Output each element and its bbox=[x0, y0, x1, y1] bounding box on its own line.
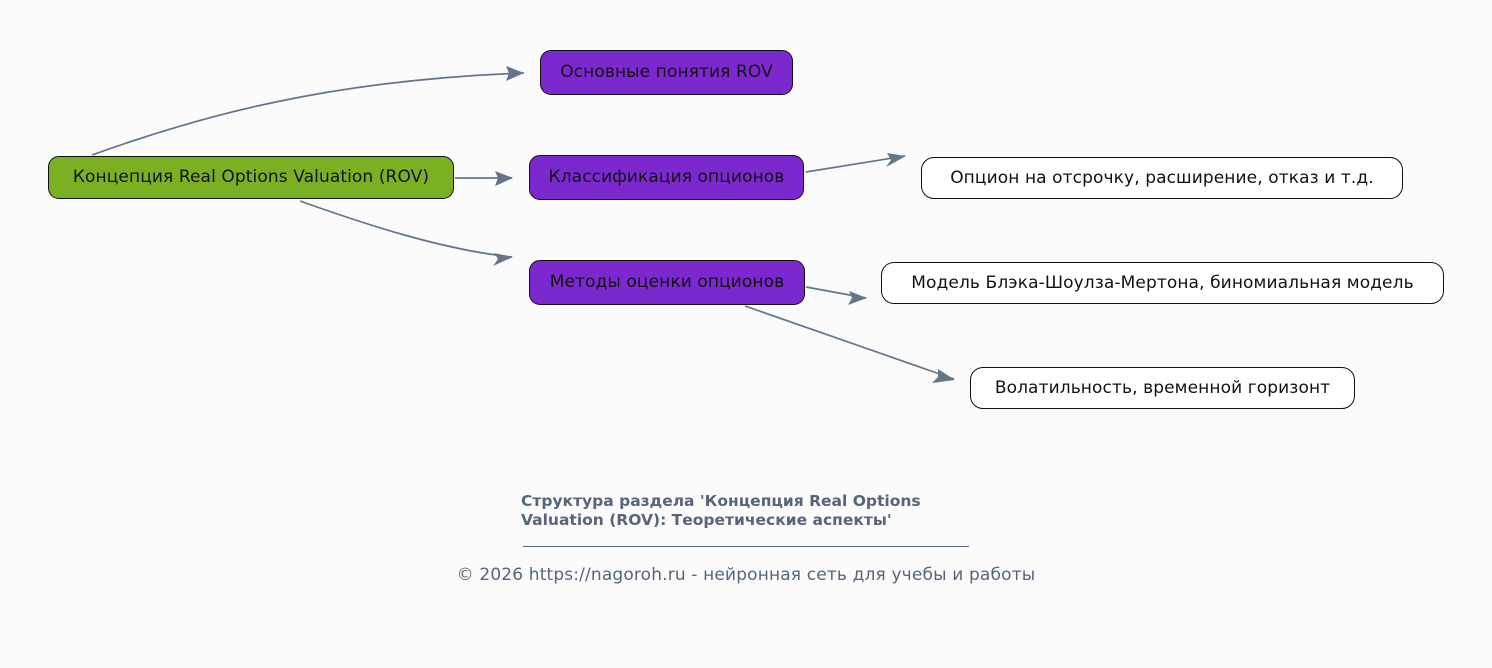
copyright-text: © 2026 https://nagoroh.ru - нейронная се… bbox=[456, 564, 1036, 585]
node-valuation-methods[interactable]: Методы оценки опционов bbox=[529, 260, 805, 305]
node-volatility-horizon[interactable]: Волатильность, временной горизонт bbox=[970, 367, 1355, 409]
node-option-classification[interactable]: Классификация опционов bbox=[529, 155, 804, 200]
footer: Структура раздела 'Концепция Real Option… bbox=[0, 492, 1492, 585]
node-root-concept[interactable]: Концепция Real Options Valuation (ROV) bbox=[48, 156, 454, 199]
node-basic-concepts[interactable]: Основные понятия ROV bbox=[540, 50, 793, 95]
node-basic-concepts-label: Основные понятия ROV bbox=[560, 62, 773, 82]
node-option-classification-label: Классификация опционов bbox=[548, 167, 785, 187]
edge-root-to-concepts bbox=[91, 66, 525, 156]
edge-methods-to-volatility bbox=[744, 305, 955, 383]
node-pricing-models-label: Модель Блэка-Шоулза-Мертона, биномиальна… bbox=[911, 272, 1414, 293]
edge-root-to-methods bbox=[299, 200, 513, 266]
node-option-types[interactable]: Опцион на отсрочку, расширение, отказ и … bbox=[921, 157, 1403, 199]
node-valuation-methods-label: Методы оценки опционов bbox=[549, 272, 785, 292]
edge-methods-to-models bbox=[805, 286, 867, 305]
caption-divider bbox=[523, 545, 969, 547]
node-root-label: Концепция Real Options Valuation (ROV) bbox=[72, 167, 430, 187]
node-volatility-horizon-label: Волатильность, временной горизонт bbox=[994, 377, 1331, 398]
caption-line-2: Valuation (ROV): Теоретические аспекты' bbox=[521, 510, 892, 529]
caption-line-1: Структура раздела 'Концепция Real Option… bbox=[521, 492, 921, 510]
node-pricing-models[interactable]: Модель Блэка-Шоулза-Мертона, биномиальна… bbox=[881, 262, 1444, 304]
diagram-caption: Структура раздела 'Концепция Real Option… bbox=[519, 492, 973, 530]
edge-root-to-classify bbox=[455, 171, 513, 186]
node-option-types-label: Опцион на отсрочку, расширение, отказ и … bbox=[950, 167, 1374, 188]
edge-classify-to-option-types bbox=[805, 153, 906, 173]
